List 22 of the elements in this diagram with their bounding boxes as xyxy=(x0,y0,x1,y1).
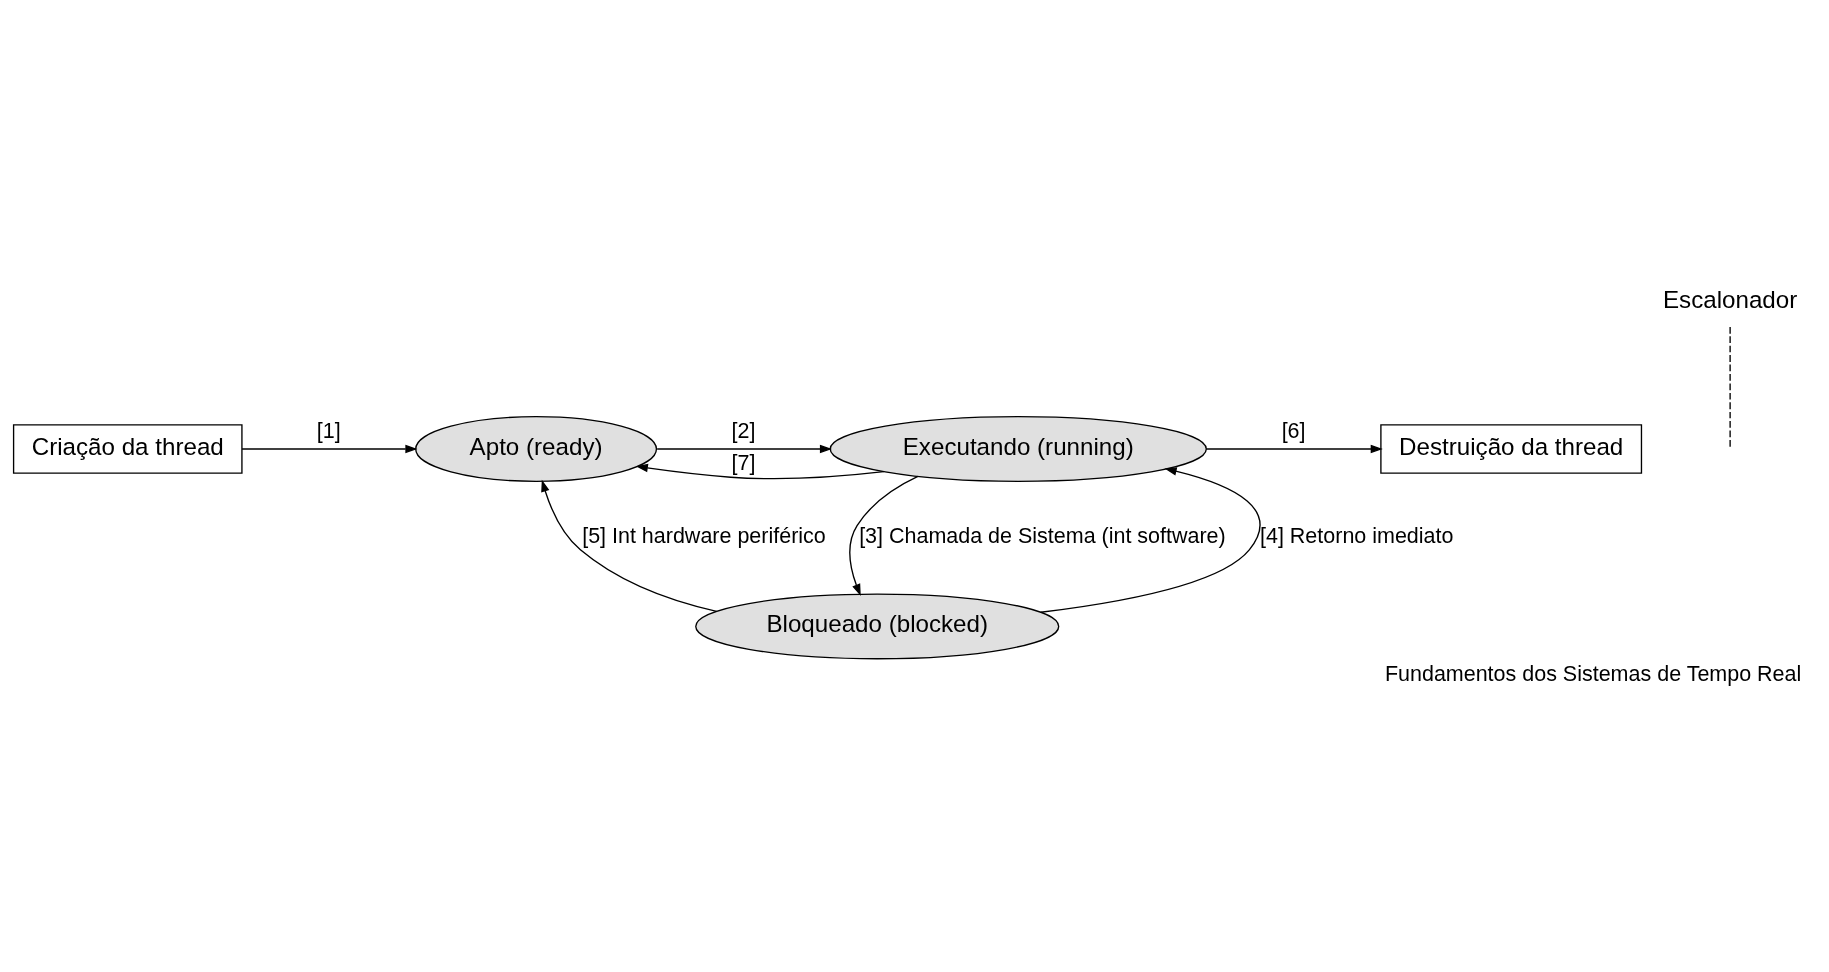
node-box: Criação da thread xyxy=(12,424,243,474)
edge-label: [3] Chamada de Sistema (int software) xyxy=(859,523,1226,548)
edge-label: [4] Retorno imediato xyxy=(1259,523,1454,548)
node-box: Destruição da thread xyxy=(1380,424,1643,474)
arrow xyxy=(241,444,418,454)
edge-label: [6] xyxy=(1281,419,1306,443)
arrow xyxy=(1040,467,1261,613)
connector xyxy=(1729,326,1731,449)
node-text: Escalonador xyxy=(1662,286,1798,314)
edge-label: [5] Int hardware periférico xyxy=(582,523,826,548)
node-ellipse: Bloqueado (blocked) xyxy=(695,593,1060,660)
arrow xyxy=(635,463,885,480)
arrow xyxy=(849,475,919,597)
node-ellipse: Executando (running) xyxy=(829,416,1207,483)
arrow xyxy=(656,444,832,454)
edge-label: [2] xyxy=(731,419,756,443)
arrow xyxy=(541,479,718,613)
arrow xyxy=(1205,444,1383,454)
edge-label: [1] xyxy=(316,419,341,443)
node-ellipse: Apto (ready) xyxy=(415,416,658,483)
caption: Fundamentos dos Sistemas de Tempo Real xyxy=(1384,662,1802,687)
edge-label: [7] xyxy=(731,451,756,476)
